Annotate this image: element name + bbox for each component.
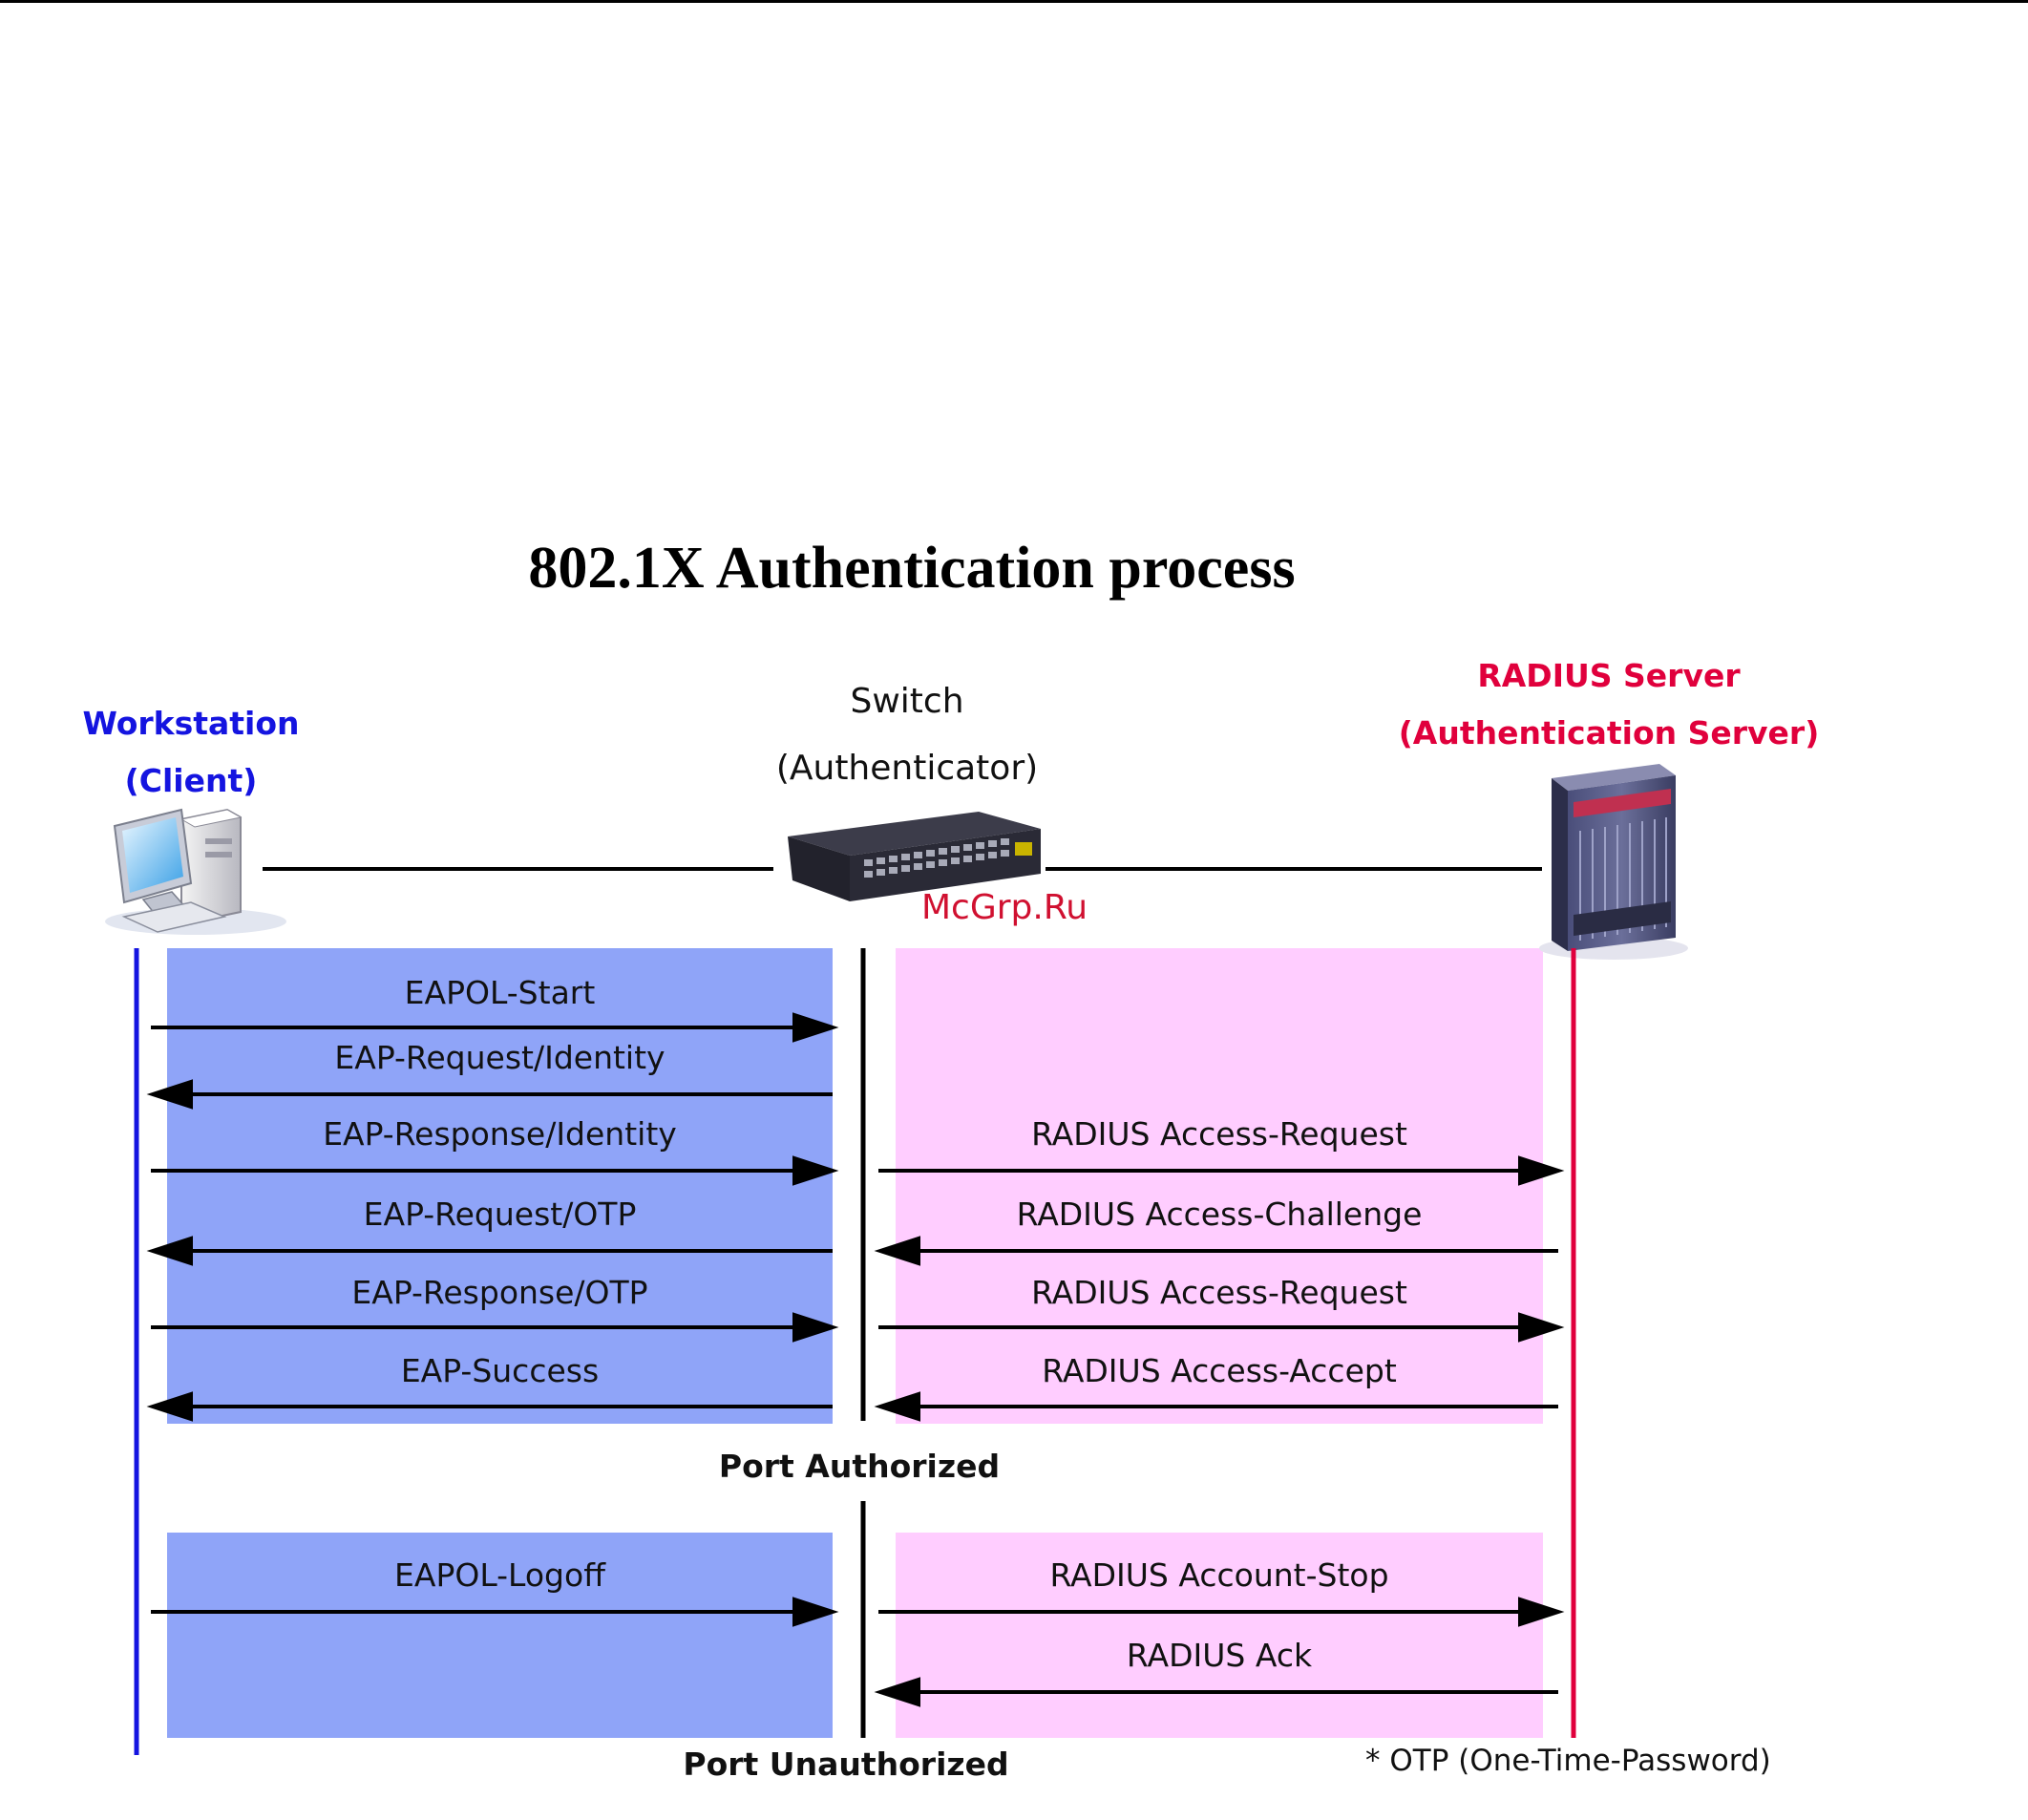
workstation-label-line2: (Client) (124, 762, 258, 799)
server-arrows (874, 1155, 1565, 1707)
radius-server-label: RADIUS Server (Authentication Server) (1394, 647, 1824, 762)
workstation-label-line1: Workstation (82, 705, 300, 742)
client-arrows (146, 1012, 839, 1627)
msg-eap-request-otp: EAP-Request/OTP (363, 1196, 637, 1233)
switch-label-line2: (Authenticator) (775, 749, 1039, 788)
port-authorized-label: Port Authorized (718, 1448, 1001, 1485)
watermark-text: McGrp.Ru (921, 888, 1088, 927)
diagram-title: 802.1X Authentication process (528, 536, 1296, 601)
workstation-computer-icon (105, 808, 286, 935)
msg-eap-success: EAP-Success (400, 1352, 600, 1389)
msg-eapol-start: EAPOL-Start (404, 974, 596, 1011)
server-exchange-panel-auth (896, 948, 1543, 1424)
server-exchange-panel-logoff (896, 1533, 1543, 1738)
switch-label-line1: Switch (850, 682, 964, 721)
msg-eap-response-otp: EAP-Response/OTP (351, 1274, 648, 1311)
radius-server-label-line2: (Authentication Server) (1398, 714, 1820, 751)
radius-server-label-line1: RADIUS Server (1477, 657, 1741, 694)
port-unauthorized-label: Port Unauthorized (683, 1746, 1009, 1783)
switch-label: Switch (Authenticator) (735, 668, 1079, 802)
msg-eapol-logoff: EAPOL-Logoff (394, 1556, 605, 1594)
msg-eap-request-identity: EAP-Request/Identity (334, 1039, 665, 1076)
msg-radius-access-challenge: RADIUS Access-Challenge (1016, 1196, 1423, 1233)
workstation-label: Workstation (Client) (57, 695, 325, 810)
top-border-rule (0, 0, 2028, 3)
client-exchange-panel-logoff (167, 1533, 833, 1738)
msg-radius-access-request-2: RADIUS Access-Request (1031, 1274, 1407, 1311)
msg-radius-ack: RADIUS Ack (1126, 1637, 1313, 1674)
msg-radius-access-request-1: RADIUS Access-Request (1031, 1115, 1407, 1153)
radius-server-rack-icon (1539, 764, 1688, 960)
msg-radius-access-accept: RADIUS Access-Accept (1042, 1352, 1397, 1389)
network-switch-icon (788, 812, 1041, 901)
msg-eap-response-identity: EAP-Response/Identity (323, 1115, 677, 1153)
otp-footnote: * OTP (One-Time-Password) (1365, 1744, 1771, 1778)
msg-radius-account-stop: RADIUS Account-Stop (1049, 1556, 1389, 1594)
